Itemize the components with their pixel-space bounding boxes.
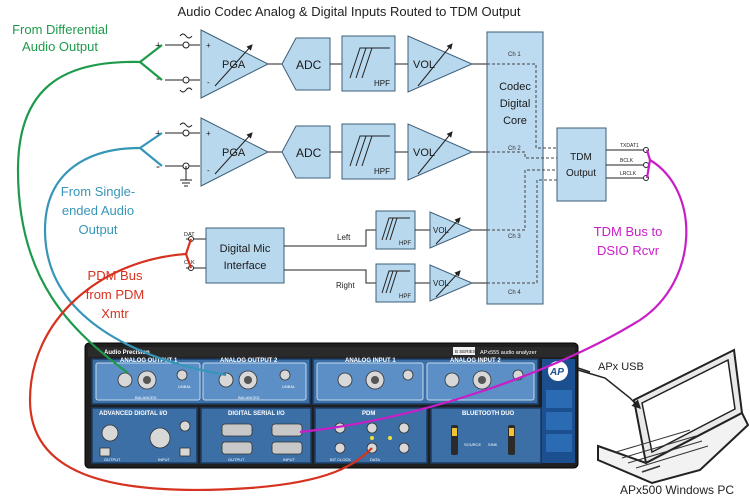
ch1-label: Ch 1 bbox=[508, 52, 521, 58]
svg-text:SINK: SINK bbox=[488, 442, 498, 447]
dmic-label-2: Interface bbox=[224, 260, 267, 272]
svg-text:PDM: PDM bbox=[362, 411, 375, 417]
codec-digital-core-block bbox=[486, 31, 544, 305]
svg-text:HPF: HPF bbox=[374, 167, 390, 176]
pc-label: APx500 Windows PC bbox=[620, 483, 734, 497]
hpf-block-1 bbox=[341, 35, 396, 92]
svg-text:ANALOG OUTPUT 1: ANALOG OUTPUT 1 bbox=[120, 358, 178, 364]
dat-label: DAT bbox=[184, 232, 195, 238]
pdm-cable bbox=[28, 252, 373, 492]
se-label-2: ended Audio bbox=[62, 203, 134, 218]
svg-text:HPF: HPF bbox=[374, 79, 390, 88]
ap-logo: AP bbox=[549, 367, 564, 378]
txdat-label: TXDAT1 bbox=[620, 143, 639, 149]
svg-text:ANALOG INPUT 1: ANALOG INPUT 1 bbox=[345, 358, 396, 364]
diagram-title: Audio Codec Analog & Digital Inputs Rout… bbox=[177, 4, 520, 19]
svg-text:ANALOG INPUT 2: ANALOG INPUT 2 bbox=[450, 358, 501, 364]
svg-text:BLUETOOTH DUO: BLUETOOTH DUO bbox=[462, 411, 515, 417]
svg-text:VOL: VOL bbox=[433, 279, 450, 288]
bclk-label: BCLK bbox=[620, 158, 634, 164]
svg-text:BIT CLOCK: BIT CLOCK bbox=[330, 457, 351, 462]
tdm-label-1: TDM Bus to bbox=[594, 224, 663, 239]
svg-text:ADVANCED DIGITAL I/O: ADVANCED DIGITAL I/O bbox=[99, 411, 168, 417]
svg-text:INPUT: INPUT bbox=[158, 457, 171, 462]
svg-text:UNBAL: UNBAL bbox=[178, 384, 192, 389]
vol-label-2: VOL bbox=[413, 147, 435, 159]
adc-label-2: ADC bbox=[296, 146, 322, 160]
hpf-block-3 bbox=[375, 210, 416, 250]
svg-text:-: - bbox=[207, 166, 210, 175]
model-label: APx555 audio analyzer bbox=[480, 350, 537, 356]
ch2-label: Ch 2 bbox=[508, 146, 521, 152]
diff-label-1: From Differential bbox=[12, 22, 108, 37]
ch4-label: Ch 4 bbox=[508, 290, 521, 296]
hpf-block-2 bbox=[341, 123, 396, 180]
digital-mic-chain: DAT CLK Digital Mic Interface Left Right… bbox=[184, 210, 487, 303]
svg-text:Core: Core bbox=[503, 115, 527, 127]
tdm-label-2: DSIO Rcvr bbox=[597, 243, 660, 258]
plus-sign: + bbox=[155, 40, 161, 52]
ch3-label: Ch 3 bbox=[508, 234, 521, 240]
diff-label-2: Audio Output bbox=[22, 39, 98, 54]
differential-cable bbox=[16, 60, 141, 374]
usb-label: APx USB bbox=[598, 361, 644, 373]
svg-text:BALANCED: BALANCED bbox=[238, 395, 260, 400]
tdm-output-block bbox=[556, 127, 607, 202]
se-label-1: From Single- bbox=[61, 184, 135, 199]
dmic-label-1: Digital Mic bbox=[220, 243, 271, 255]
svg-text:TDM: TDM bbox=[570, 152, 592, 163]
svg-text:-: - bbox=[156, 159, 160, 173]
svg-text:BALANCED: BALANCED bbox=[135, 395, 157, 400]
se-label-3: Output bbox=[78, 222, 117, 237]
svg-text:Output: Output bbox=[566, 168, 596, 179]
single-ended-cable bbox=[43, 146, 227, 377]
pdm-label-1: PDM Bus bbox=[88, 268, 143, 283]
digital-mic-interface-block bbox=[205, 227, 285, 284]
svg-text:HPF: HPF bbox=[399, 241, 411, 247]
svg-text:DIGITAL SERIAL I/O: DIGITAL SERIAL I/O bbox=[228, 411, 285, 417]
svg-text:Codec: Codec bbox=[499, 81, 531, 93]
svg-text:DATA: DATA bbox=[370, 457, 380, 462]
adc-label-1: ADC bbox=[296, 58, 322, 72]
pdm-label-2: from PDM bbox=[86, 287, 145, 302]
channel-2-chain: + - + - PGA ADC HPF VOL bbox=[155, 117, 487, 187]
svg-text:+: + bbox=[155, 128, 161, 140]
svg-text:UNBAL: UNBAL bbox=[282, 384, 296, 389]
svg-text:-: - bbox=[207, 78, 210, 87]
svg-text:+: + bbox=[206, 41, 211, 50]
left-label: Left bbox=[337, 233, 351, 242]
series-badge: B SERIES bbox=[455, 349, 476, 354]
svg-text:SOURCE: SOURCE bbox=[464, 442, 481, 447]
svg-text:VOL: VOL bbox=[433, 226, 450, 235]
tdm-cable bbox=[299, 159, 688, 434]
vol-label-1: VOL bbox=[413, 59, 435, 71]
apx555-instrument: Audio Precision B SERIES APx555 audio an… bbox=[84, 342, 579, 469]
svg-text:Digital: Digital bbox=[500, 98, 531, 110]
laptop-icon bbox=[597, 348, 750, 485]
svg-text:+: + bbox=[206, 129, 211, 138]
svg-text:OUTPUT: OUTPUT bbox=[228, 457, 245, 462]
pdm-label-3: Xmtr bbox=[101, 306, 129, 321]
lrclk-label: LRCLK bbox=[620, 171, 637, 177]
svg-text:ANALOG OUTPUT 2: ANALOG OUTPUT 2 bbox=[220, 358, 278, 364]
right-label: Right bbox=[336, 281, 355, 290]
svg-text:OUTPUT: OUTPUT bbox=[104, 457, 121, 462]
channel-1-chain: + - + - PGA ADC HPF VOL bbox=[155, 29, 487, 99]
brand-label: Audio Precision bbox=[104, 350, 150, 356]
svg-text:HPF: HPF bbox=[399, 294, 411, 300]
svg-text:INPUT: INPUT bbox=[283, 457, 296, 462]
